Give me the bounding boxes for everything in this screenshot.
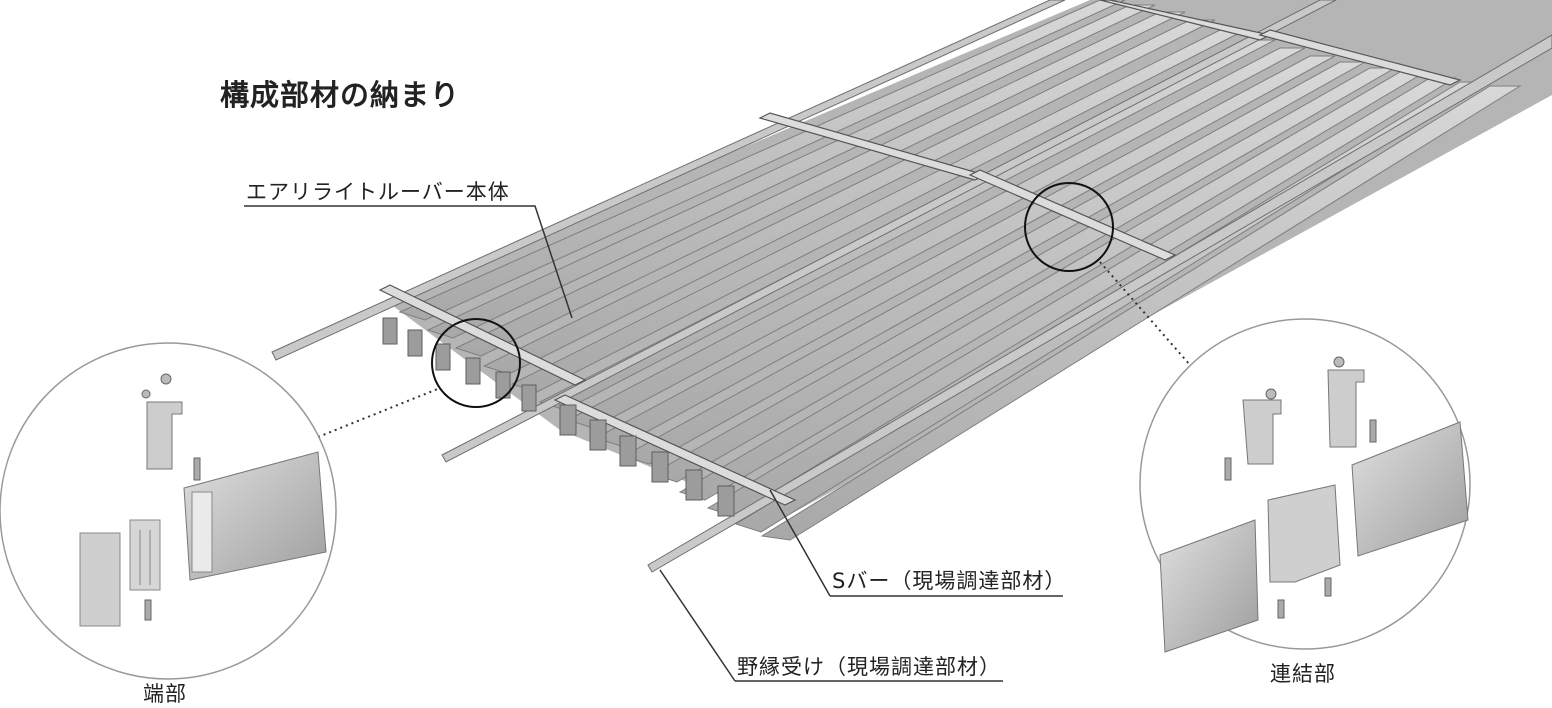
diagram-title: 構成部材の納まり bbox=[220, 78, 461, 112]
end-part-label: 端部 bbox=[143, 682, 187, 706]
end-connector bbox=[317, 387, 441, 438]
end-focus-circle bbox=[431, 318, 521, 408]
louver-body bbox=[271, 0, 1552, 573]
nobuchi-uke-label: 野縁受け（現場調達部材） bbox=[737, 655, 1001, 679]
joint-part-label: 連結部 bbox=[1270, 662, 1336, 686]
joint-detail bbox=[1139, 318, 1471, 653]
end-detail bbox=[0, 342, 337, 680]
leader-lines bbox=[244, 205, 1063, 682]
joint-focus-circle bbox=[1024, 182, 1114, 272]
s-bar-label: Sバー（現場調達部材） bbox=[832, 569, 1067, 593]
louver-body-label: エアリライトルーバー本体 bbox=[246, 180, 510, 204]
